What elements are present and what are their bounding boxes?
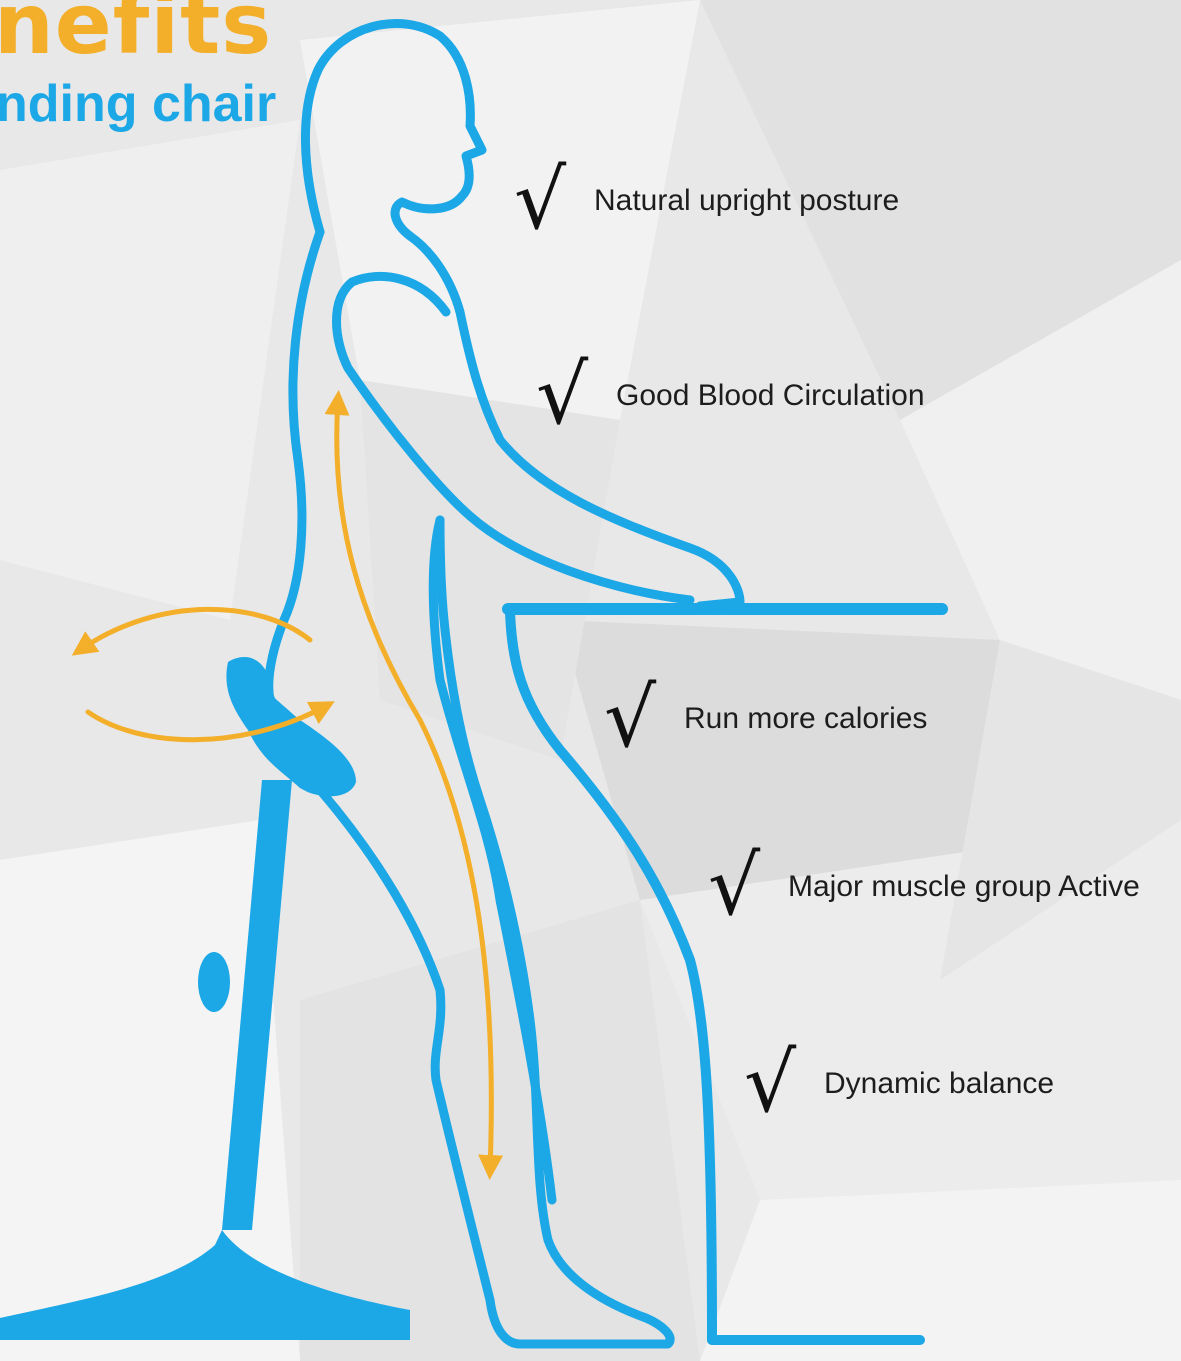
benefit-label: Natural upright posture: [594, 184, 899, 218]
checkmark-icon: √: [708, 846, 788, 928]
checkmark-icon: √: [514, 160, 594, 242]
page-subtitle: nding chair: [0, 78, 276, 130]
benefit-item-upright-posture: √ Natural upright posture: [514, 160, 899, 242]
benefit-item-muscle-group: √ Major muscle group Active: [708, 846, 1140, 928]
benefit-label: Major muscle group Active: [788, 870, 1140, 904]
checkmark-icon: √: [744, 1043, 824, 1125]
benefit-label: Good Blood Circulation: [616, 379, 925, 413]
chair-icon: [0, 657, 410, 1340]
benefit-item-blood-circulation: √ Good Blood Circulation: [536, 355, 925, 437]
benefit-item-dynamic-balance: √ Dynamic balance: [744, 1043, 1054, 1125]
checkmark-icon: √: [604, 678, 684, 760]
checkmark-icon: √: [536, 355, 616, 437]
page-title: nefits: [0, 0, 272, 66]
benefit-label: Run more calories: [684, 702, 927, 736]
benefit-label: Dynamic balance: [824, 1067, 1054, 1101]
benefit-item-calories: √ Run more calories: [604, 678, 927, 760]
